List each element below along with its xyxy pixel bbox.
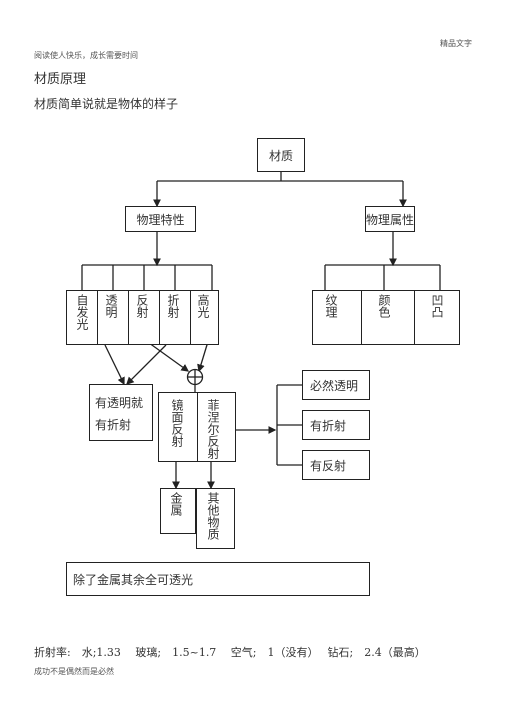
result-always-transparent: 必然透明 [302, 370, 370, 400]
result-has-refraction-label: 有折射 [310, 418, 347, 433]
trait-transparent: 透明 [104, 294, 118, 318]
root-node: 材质 [257, 138, 305, 172]
refraction-index-line: 折射率: 水;1.33 玻璃; 1.5~1.7 空气; 1（没有） 钻石; 2.… [34, 646, 426, 659]
result-always-transparent-label: 必然透明 [310, 378, 359, 393]
attribute-bump: 凹凸 [430, 294, 444, 318]
transparent-note-line-2: 有折射 [95, 418, 132, 432]
header-top-right: 精品文字 [440, 39, 472, 48]
transparency-note-box: 除了金属其余全可透光 [66, 562, 370, 596]
attributes-group: 纹理 颜色 凹凸 [312, 290, 460, 345]
attribute-color: 颜色 [377, 294, 391, 318]
transparency-note-text: 除了金属其余全可透光 [73, 572, 194, 587]
header-top-left: 阅读使人快乐，成长需要时间 [34, 51, 138, 60]
traits-group: 自发光 透明 反射 折射 高光 [66, 290, 219, 345]
result-has-reflection: 有反射 [302, 450, 370, 480]
attribute-texture: 纹理 [324, 294, 338, 318]
material-other: 其他物质 [196, 488, 235, 549]
reflection-specular: 镜面反射 [170, 399, 184, 447]
material-metal-label: 金属 [169, 492, 183, 516]
trait-reflection: 反射 [135, 294, 149, 318]
page-title: 材质原理 [34, 72, 87, 87]
physical-attributes-label: 物理属性 [366, 212, 415, 227]
reflection-types-group: 镜面反射 菲涅尔反射 [158, 392, 236, 462]
trait-highlight: 高光 [196, 294, 210, 318]
trait-self-luminous: 自发光 [75, 294, 89, 330]
result-has-refraction: 有折射 [302, 410, 370, 440]
transparent-note: 有透明就 有折射 [89, 384, 153, 441]
physical-traits-node: 物理特性 [125, 206, 196, 232]
material-other-label: 其他物质 [206, 492, 220, 540]
physical-attributes-node: 物理属性 [365, 206, 415, 232]
physical-traits-label: 物理特性 [136, 212, 185, 227]
reflection-fresnel: 菲涅尔反射 [206, 399, 220, 459]
page-subtitle: 材质简单说就是物体的样子 [34, 97, 179, 111]
root-label: 材质 [268, 148, 293, 163]
trait-refraction: 折射 [166, 294, 180, 318]
result-has-reflection-label: 有反射 [310, 458, 347, 473]
material-metal: 金属 [160, 488, 196, 534]
transparent-note-line-1: 有透明就 [95, 396, 144, 410]
footer-text: 成功不是偶然而是必然 [34, 667, 114, 676]
